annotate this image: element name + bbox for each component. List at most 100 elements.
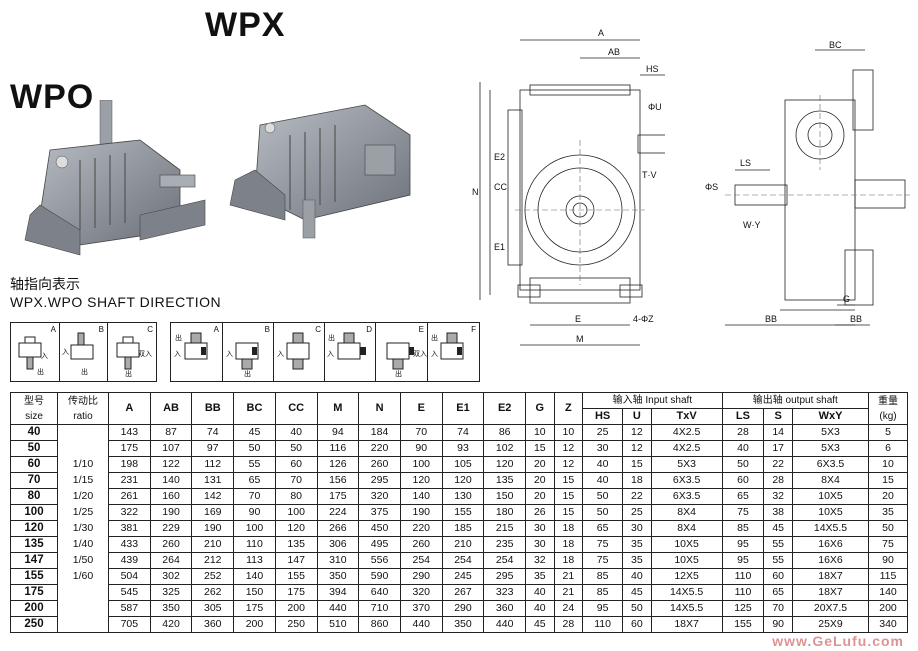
value-cell: 252 xyxy=(191,568,235,585)
value-cell: 75 xyxy=(868,536,908,553)
value-cell: 20 xyxy=(868,488,908,505)
value-cell: 340 xyxy=(868,616,908,633)
value-cell: 5X3 xyxy=(792,440,869,457)
value-cell: 25 xyxy=(582,424,624,441)
value-cell: 30 xyxy=(582,440,624,457)
value-cell: 25 xyxy=(622,504,652,521)
value-cell: 5 xyxy=(868,424,908,441)
ratio-cell xyxy=(57,600,109,617)
value-cell: 60 xyxy=(721,472,765,489)
value-cell: 5X3 xyxy=(792,424,869,441)
col-z: Z xyxy=(553,392,584,425)
value-cell: 140 xyxy=(149,472,193,489)
value-cell: 20 xyxy=(525,456,555,473)
value-cell: 86 xyxy=(483,424,527,441)
value-cell: 264 xyxy=(149,552,193,569)
value-cell: 8X4 xyxy=(650,520,723,537)
wpo-gearbox-image xyxy=(24,100,206,256)
value-cell: 155 xyxy=(441,504,485,521)
value-cell: 120 xyxy=(274,520,318,537)
value-cell: 381 xyxy=(108,520,151,537)
size-cell: 155 xyxy=(10,568,58,585)
value-cell: 100 xyxy=(233,520,276,537)
value-cell: 14 xyxy=(763,424,793,441)
label-ab: AB xyxy=(608,47,620,57)
label-wy: W·Y xyxy=(743,220,761,230)
value-cell: 440 xyxy=(483,616,527,633)
value-cell: 113 xyxy=(233,552,276,569)
value-cell: 65 xyxy=(582,520,624,537)
value-cell: 28 xyxy=(721,424,765,441)
value-cell: 14X5.5 xyxy=(650,600,723,617)
value-cell: 18 xyxy=(553,520,584,537)
value-cell: 65 xyxy=(721,488,765,505)
value-cell: 97 xyxy=(191,440,235,457)
value-cell: 310 xyxy=(316,552,360,569)
label-s: ΦS xyxy=(705,182,718,192)
value-cell: 35 xyxy=(868,504,908,521)
value-cell: 70 xyxy=(274,472,318,489)
value-cell: 45 xyxy=(622,584,652,601)
col-e2: E2 xyxy=(483,392,527,425)
value-cell: 94 xyxy=(316,424,360,441)
value-cell: 75 xyxy=(721,504,765,521)
diagram-wpx-b: B 入 出 xyxy=(222,323,274,381)
value-cell: 38 xyxy=(763,504,793,521)
value-cell: 40 xyxy=(622,568,652,585)
ratio-cell: 1/10 xyxy=(57,456,109,473)
value-cell: 210 xyxy=(441,536,485,553)
value-cell: 32 xyxy=(525,552,555,569)
size-cell: 200 xyxy=(10,600,58,617)
value-cell: 74 xyxy=(191,424,235,441)
value-cell: 155 xyxy=(274,568,318,585)
value-cell: 450 xyxy=(358,520,401,537)
label-hs: HS xyxy=(646,64,659,74)
shaft-diagrams-wpo: A 入 出 B 入 出 C 双入 出 xyxy=(10,322,157,382)
value-cell: 254 xyxy=(483,552,527,569)
value-cell: 175 xyxy=(274,584,318,601)
value-cell: 220 xyxy=(358,440,401,457)
value-cell: 140 xyxy=(233,568,276,585)
size-cell: 250 xyxy=(10,616,58,633)
value-cell: 85 xyxy=(582,584,624,601)
value-cell: 16X6 xyxy=(792,552,869,569)
value-cell: 433 xyxy=(108,536,151,553)
ratio-cell: 1/20 xyxy=(57,488,109,505)
label-n: N xyxy=(472,187,479,197)
ratio-cell: 1/40 xyxy=(57,536,109,553)
value-cell: 302 xyxy=(149,568,193,585)
value-cell: 100 xyxy=(399,456,443,473)
value-cell: 50 xyxy=(233,440,276,457)
value-cell: 169 xyxy=(191,504,235,521)
value-cell: 110 xyxy=(721,568,765,585)
value-cell: 18 xyxy=(553,536,584,553)
value-cell: 261 xyxy=(108,488,151,505)
wpo-title: WPO xyxy=(10,78,95,116)
size-cell: 120 xyxy=(10,520,58,537)
diagram-wpx-e: E 双入 出 xyxy=(375,323,428,381)
value-cell: 8X4 xyxy=(792,472,869,489)
value-cell: 40 xyxy=(525,600,555,617)
value-cell: 10 xyxy=(868,456,908,473)
value-cell: 110 xyxy=(582,616,624,633)
value-cell: 590 xyxy=(358,568,401,585)
diagram-wpx-c: C 入 xyxy=(273,323,325,381)
col-ls: LS xyxy=(721,408,765,425)
value-cell: 305 xyxy=(191,600,235,617)
shaft-direction-cn: 轴指向表示 xyxy=(10,277,80,293)
front-view-drawing: A AB HS ΦU T·V N E2 CC E1 E M 4-ΦZ xyxy=(472,28,665,346)
value-cell: 15 xyxy=(553,488,584,505)
value-cell: 184 xyxy=(358,424,401,441)
ratio-cell xyxy=(57,424,109,441)
size-cell: 40 xyxy=(10,424,58,441)
value-cell: 295 xyxy=(358,472,401,489)
value-cell: 126 xyxy=(316,456,360,473)
value-cell: 394 xyxy=(316,584,360,601)
